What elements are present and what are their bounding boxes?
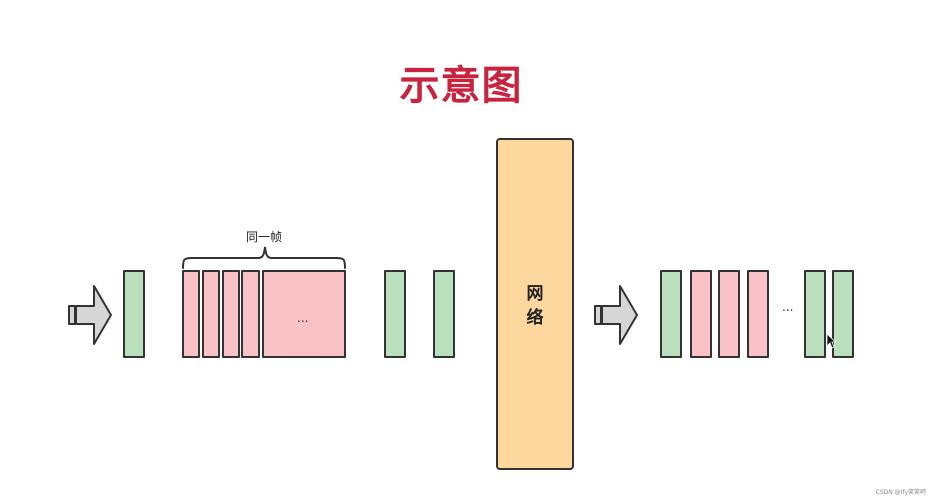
frame-block-same-4 xyxy=(241,270,260,358)
cursor-icon xyxy=(826,333,836,349)
frame-block-same-2 xyxy=(202,270,220,358)
frame-block-same-3 xyxy=(222,270,240,358)
output-block-3 xyxy=(718,270,740,358)
frame-block-same-wide xyxy=(262,270,346,358)
output-block-5 xyxy=(804,270,826,358)
frame-block-green-3 xyxy=(433,270,455,358)
output-block-2 xyxy=(690,270,712,358)
frame-block-green-2 xyxy=(384,270,406,358)
network-label-char-1: 网 xyxy=(526,284,544,304)
diagram-title: 示意图 xyxy=(399,63,523,109)
watermark: CSDN @Ify笑笑呵 xyxy=(875,489,926,496)
output-block-1 xyxy=(660,270,682,358)
input-arrow-icon xyxy=(68,285,112,345)
output-block-4 xyxy=(747,270,769,358)
output-block-6 xyxy=(832,270,854,358)
network-label-char-2: 络 xyxy=(526,308,544,328)
ellipsis-right: ... xyxy=(782,300,794,314)
network-block: 网 络 xyxy=(496,138,574,470)
ellipsis-left: ... xyxy=(297,311,309,325)
frame-block-input xyxy=(123,270,145,358)
frame-group-label: 同一帧 xyxy=(245,230,282,244)
output-arrow-icon xyxy=(594,285,638,345)
frame-group-brace xyxy=(182,246,346,269)
network-label: 网 络 xyxy=(498,282,572,330)
frame-block-same-1 xyxy=(182,270,200,358)
